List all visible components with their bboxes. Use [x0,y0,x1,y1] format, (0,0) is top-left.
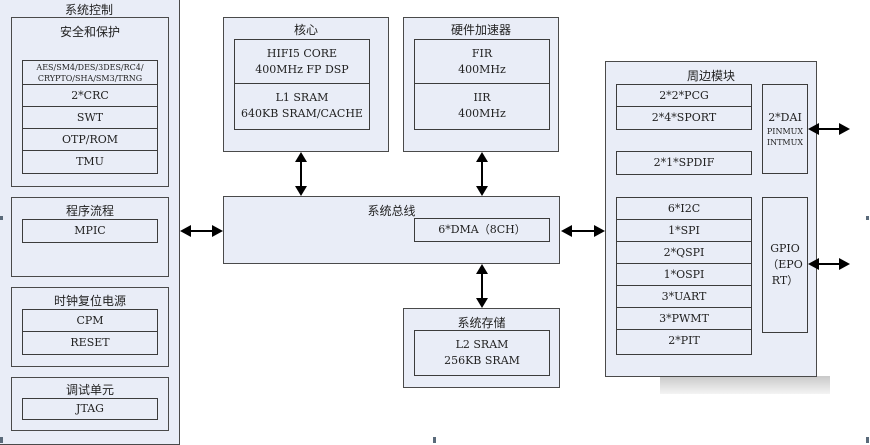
arrow-dai-external [808,123,850,135]
dai-pinmux: PINMUX [766,127,804,136]
gpio-sub: （EPO RT） [767,258,803,287]
program-flow-title: 程序流程 [65,204,114,218]
fir-item: FIR 400MHz [415,40,549,84]
system-control-title: 系统控制 [64,3,113,17]
program-flow-group: 程序流程 MPIC [11,197,169,277]
arrow-accelerator-bus [476,152,488,196]
hifi5-core-item: HIFI5 CORE 400MHz FP DSP [235,40,369,84]
selection-handle [433,437,436,443]
i2c-item: 6*I2C [617,198,751,220]
system-storage-block: 系统存储 L2 SRAM 256KB SRAM [403,308,560,388]
system-storage-title: 系统存储 [457,316,506,330]
arrow-core-bus [295,152,307,196]
pit-item: 2*PIT [617,330,751,352]
hw-accelerator-block: 硬件加速器 FIR 400MHz IIR 400MHz [403,17,559,152]
system-bus-block: 系统总线 6*DMA（8CH） [223,196,560,264]
mpic-item: MPIC [22,219,158,243]
qspi-item: 2*QSPI [617,242,751,264]
l2-sram-item: L2 SRAM 256KB SRAM [414,330,550,376]
tmu-item: TMU [23,151,157,173]
ospi-item: 1*OSPI [617,264,751,286]
crc-item: 2*CRC [23,85,157,107]
dai-block: 2*DAI PINMUX INTMUX [762,84,808,174]
l1-sram-item: L1 SRAM 640KB SRAM/CACHE [235,84,369,128]
pcg-item: 2*2*PCG [617,85,751,107]
iir-item: IIR 400MHz [415,84,549,128]
gpio-title: GPIO [770,242,800,255]
debug-unit-group: 调试单元 JTAG [11,377,169,431]
gpio-block: GPIO （EPO RT） [762,197,808,333]
clock-reset-power-title: 时钟复位电源 [53,294,126,308]
core-block: 核心 HIFI5 CORE 400MHz FP DSP L1 SRAM 640K… [223,17,389,152]
selection-handle [866,216,869,220]
selection-handle [866,437,869,443]
security-group: 安全和保护 AES/SM4/DES/3DES/RC4/ CRYPTO/SHA/S… [11,17,169,187]
reset-item: RESET [23,332,157,354]
uart-item: 3*UART [617,286,751,308]
hw-accelerator-title: 硬件加速器 [450,23,511,37]
debug-unit-title: 调试单元 [65,383,114,397]
core-title: 核心 [293,23,318,37]
sport-item: 2*4*SPORT [617,107,751,129]
system-control-panel: 系统控制 安全和保护 AES/SM4/DES/3DES/RC4/ CRYPTO/… [0,0,180,445]
system-bus-title: 系统总线 [367,204,416,218]
pcg-sport-list: 2*2*PCG 2*4*SPORT [616,84,752,130]
core-list: HIFI5 CORE 400MHz FP DSP L1 SRAM 640KB S… [234,39,370,130]
dma-item: 6*DMA（8CH） [414,218,550,242]
clock-reset-list: CPM RESET [22,309,158,355]
jtag-item: JTAG [22,398,158,420]
drop-shadow [660,376,830,394]
clock-reset-power-group: 时钟复位电源 CPM RESET [11,287,169,367]
arrow-gpio-external [808,258,850,270]
cpm-item: CPM [23,310,157,332]
arrow-bus-storage [476,264,488,308]
accelerator-list: FIR 400MHz IIR 400MHz [414,39,550,130]
arrow-control-bus [180,225,223,237]
io-list: 6*I2C 1*SPI 2*QSPI 1*OSPI 3*UART 3*PWMT … [616,197,752,355]
dai-title: 2*DAI [768,111,802,124]
otp-rom-item: OTP/ROM [23,129,157,151]
security-list: AES/SM4/DES/3DES/RC4/ CRYPTO/SHA/SM3/TRN… [22,60,158,174]
pwmt-item: 3*PWMT [617,308,751,330]
spi-item: 1*SPI [617,220,751,242]
security-title: 安全和保护 [59,25,120,39]
peripherals-title: 周边模块 [686,69,735,83]
selection-handle [0,216,3,220]
dai-intmux: INTMUX [766,138,804,147]
arrow-bus-peripherals [561,225,605,237]
crypto-item: AES/SM4/DES/3DES/RC4/ CRYPTO/SHA/SM3/TRN… [23,61,157,85]
spdif-item: 2*1*SPDIF [616,151,752,175]
peripherals-block: 周边模块 2*2*PCG 2*4*SPORT 2*1*SPDIF 6*I2C 1… [605,61,817,377]
selection-handle [0,437,3,443]
swt-item: SWT [23,107,157,129]
